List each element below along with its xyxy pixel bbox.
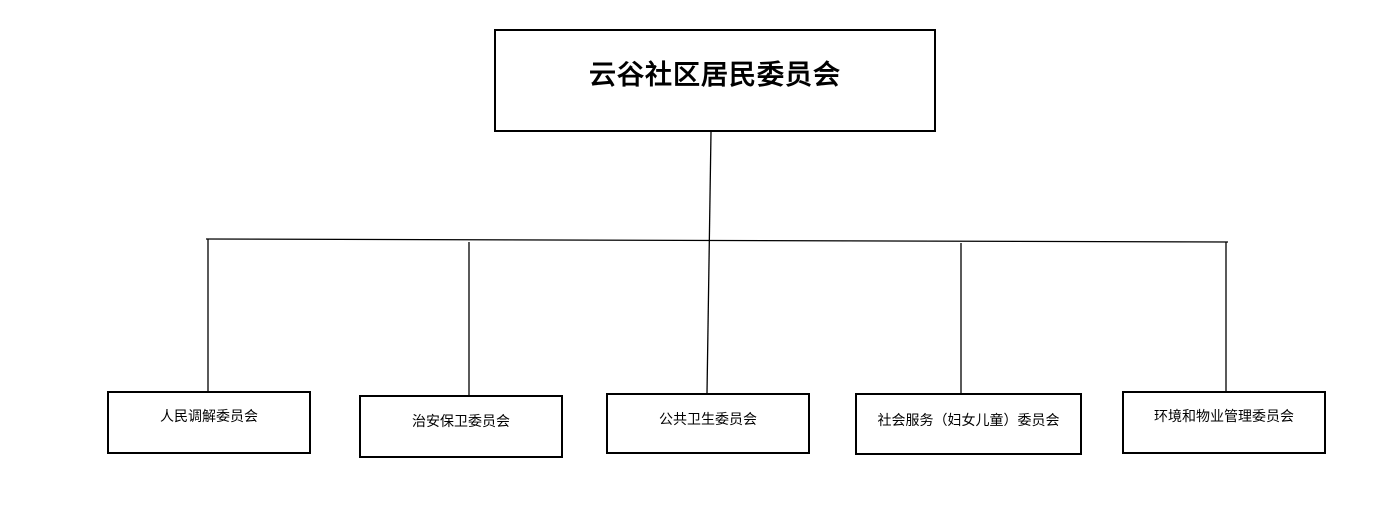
root-node: 云谷社区居民委员会: [494, 29, 936, 132]
child-node-label: 环境和物业管理委员会: [1154, 409, 1294, 425]
root-node-label: 云谷社区居民委员会: [589, 60, 841, 91]
child-node-people-mediation: 人民调解委员会: [107, 391, 311, 454]
child-node-label: 人民调解委员会: [160, 409, 258, 425]
child-node-environment-property: 环境和物业管理委员会: [1122, 391, 1326, 454]
child-node-public-security: 治安保卫委员会: [359, 395, 563, 458]
child-node-public-health: 公共卫生委员会: [606, 393, 810, 454]
child-node-label: 公共卫生委员会: [659, 412, 757, 428]
child-node-label: 治安保卫委员会: [412, 414, 510, 430]
horizontal-bus-line: [205, 238, 1229, 243]
child-node-social-services: 社会服务（妇女儿童）委员会: [855, 393, 1082, 455]
root-trunk-line: [706, 131, 712, 394]
child-node-label: 社会服务（妇女儿童）委员会: [877, 413, 1060, 429]
